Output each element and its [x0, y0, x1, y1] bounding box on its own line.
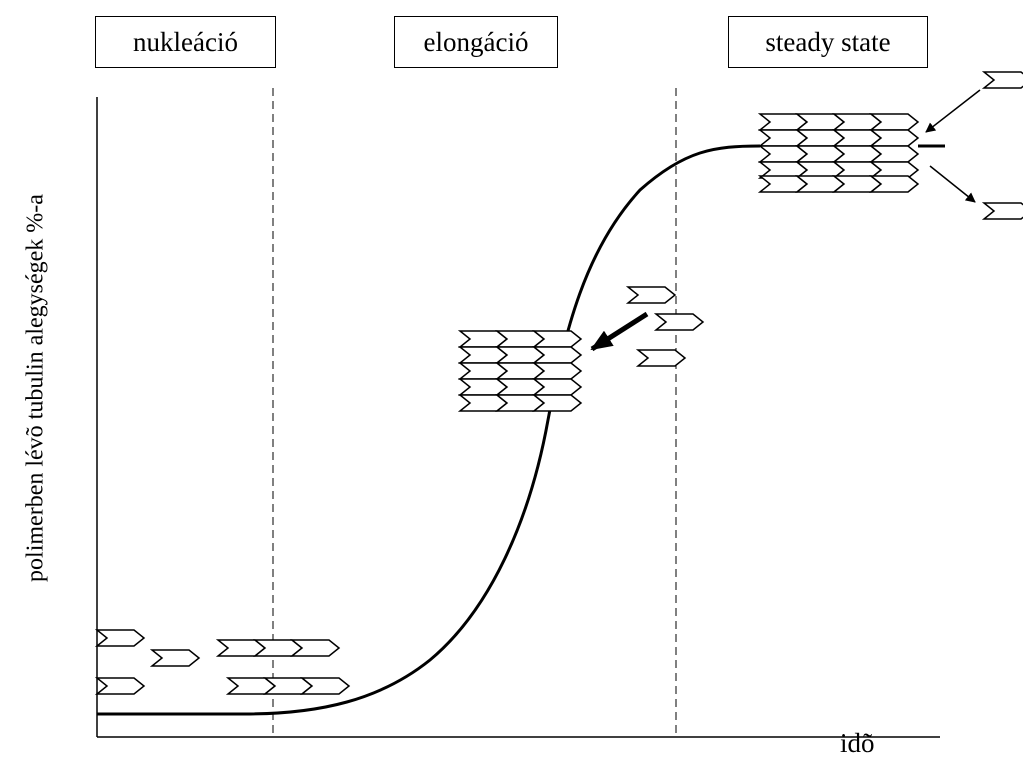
- elongation-free-subunits: [627, 286, 704, 367]
- dissociation-arrow: [929, 165, 976, 203]
- addition-arrow: [590, 311, 649, 352]
- phase-label-nucleation: nukleáció: [95, 16, 276, 68]
- x-axis-label: idõ: [840, 728, 875, 758]
- association-arrow: [925, 89, 981, 133]
- phase-label-steady-state: steady state: [728, 16, 928, 68]
- steady-state-exchange-subunits: [983, 71, 1023, 220]
- nucleation-free-subunits: [96, 629, 200, 695]
- y-axis-label: polimerben lévõ tubulin alegységek %-a: [22, 194, 49, 582]
- elongation-polymer-block: [459, 330, 582, 412]
- phase-label-elongation: elongáció: [394, 16, 558, 68]
- polymerization-curve: [97, 144, 761, 716]
- steady-state-polymer-block: [759, 113, 919, 193]
- nucleation-oligomers: [217, 639, 350, 695]
